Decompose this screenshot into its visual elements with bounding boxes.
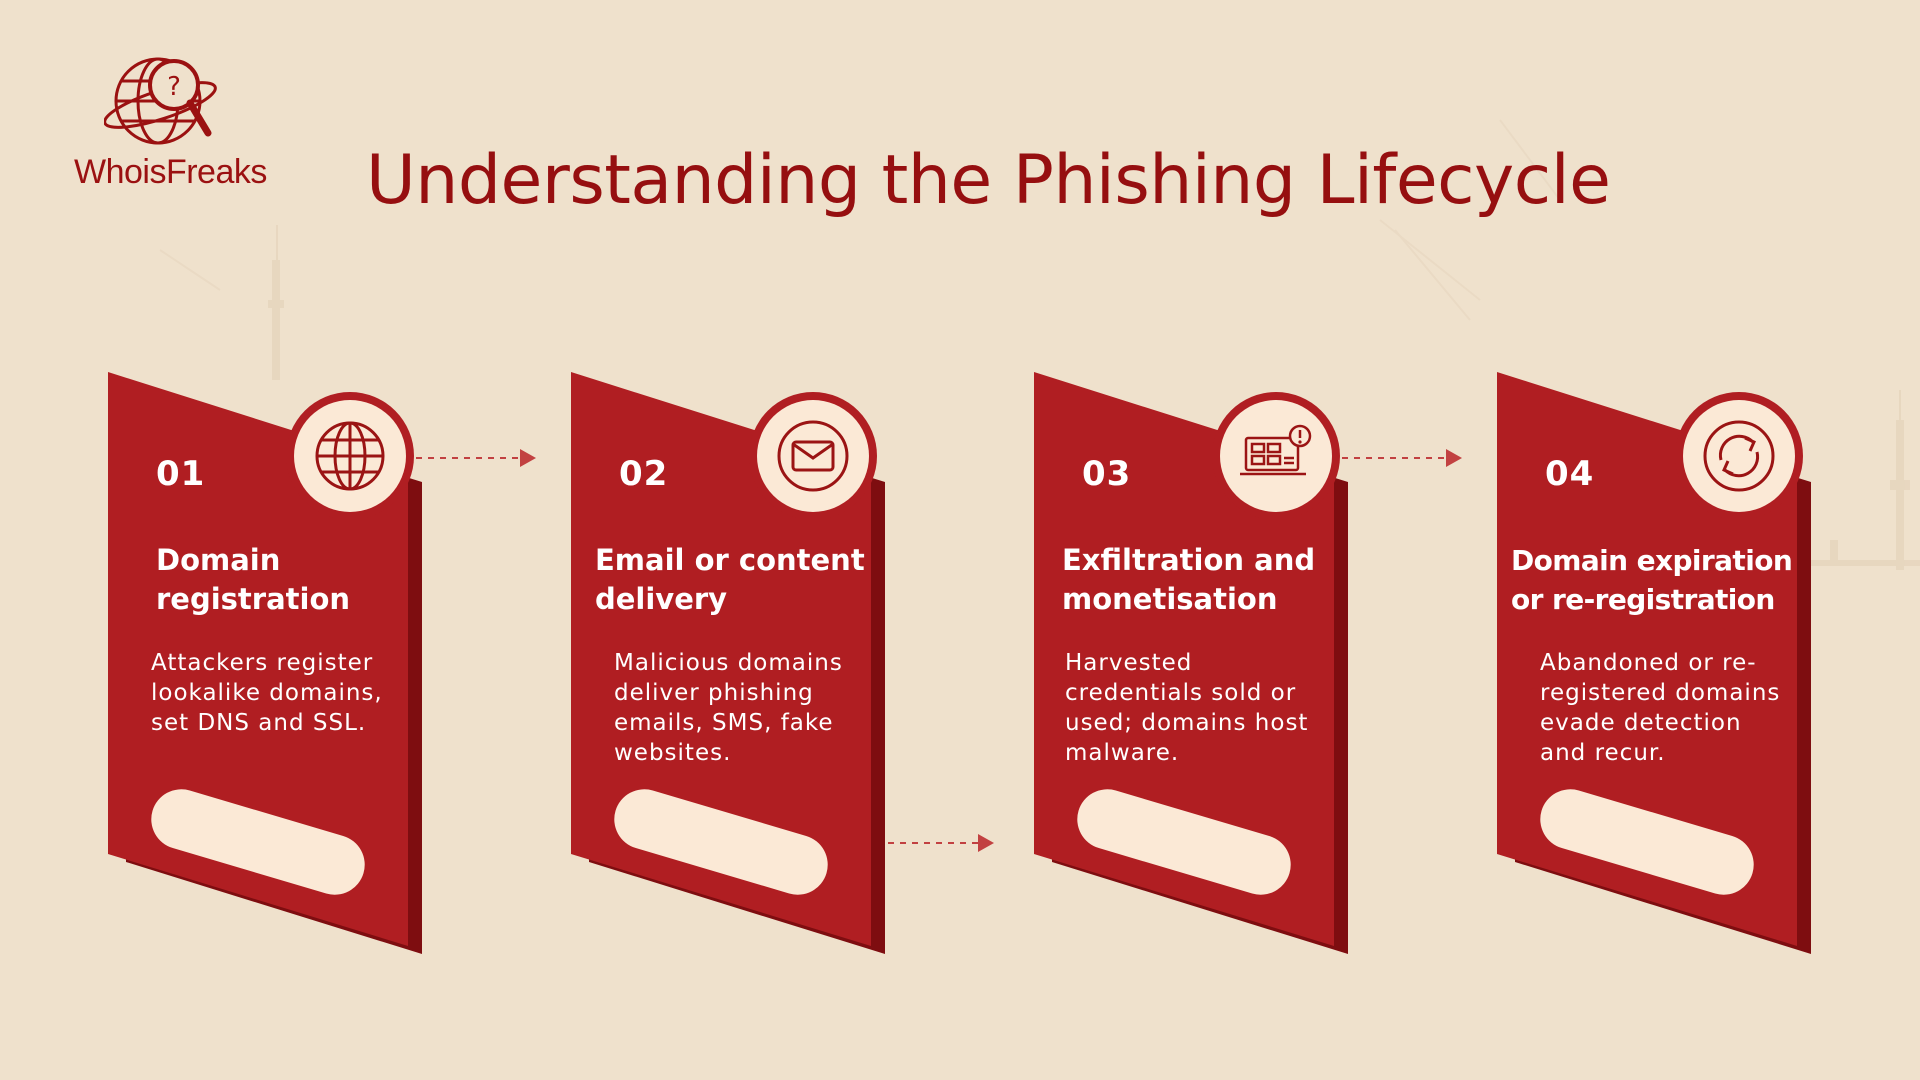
step-title: Domain expiration or re-registration xyxy=(1511,544,1793,616)
step-card-1: 01 Domain registration Attackers registe… xyxy=(108,372,438,954)
step-description: Attackers register lookalike domains, se… xyxy=(151,650,383,736)
flow-arrow-1-to-2 xyxy=(404,449,536,467)
flow-arrow-3-to-4 xyxy=(1330,449,1462,467)
svg-text:?: ? xyxy=(167,72,181,102)
step-number: 04 xyxy=(1545,454,1595,494)
step-card-2: 02 Email or content delivery Malicious d… xyxy=(571,372,901,954)
step-title: Domain registration xyxy=(156,543,351,616)
step-number: 01 xyxy=(156,454,206,494)
globe-magnifier-question-icon: ? xyxy=(104,57,217,145)
step-description: Harvested credentials sold or used; doma… xyxy=(1065,650,1309,766)
envelope-icon xyxy=(757,400,869,512)
brand-name: WhoisFreaks xyxy=(74,153,267,191)
flow-arrow-2-to-3 xyxy=(888,834,994,852)
globe-icon xyxy=(294,400,406,512)
step-title: Email or content delivery xyxy=(595,543,865,616)
step-card-4: 04 Domain expiration or re-registration … xyxy=(1497,372,1827,954)
brand-logo: ? WhoisFreaks xyxy=(70,55,290,200)
step-number: 03 xyxy=(1082,454,1132,494)
step-description: Abandoned or re-registered domains evade… xyxy=(1540,650,1781,766)
page-title: Understanding the Phishing Lifecycle xyxy=(366,141,1611,220)
laptop-alert-icon xyxy=(1220,400,1332,512)
step-title: Exfiltration and monetisation xyxy=(1062,543,1316,616)
step-card-3: 03 Exfiltration and monetisation Harvest… xyxy=(1034,372,1364,954)
step-number: 02 xyxy=(619,454,669,494)
step-description: Malicious domains deliver phishing email… xyxy=(614,650,843,766)
refresh-cycle-icon xyxy=(1683,400,1795,512)
